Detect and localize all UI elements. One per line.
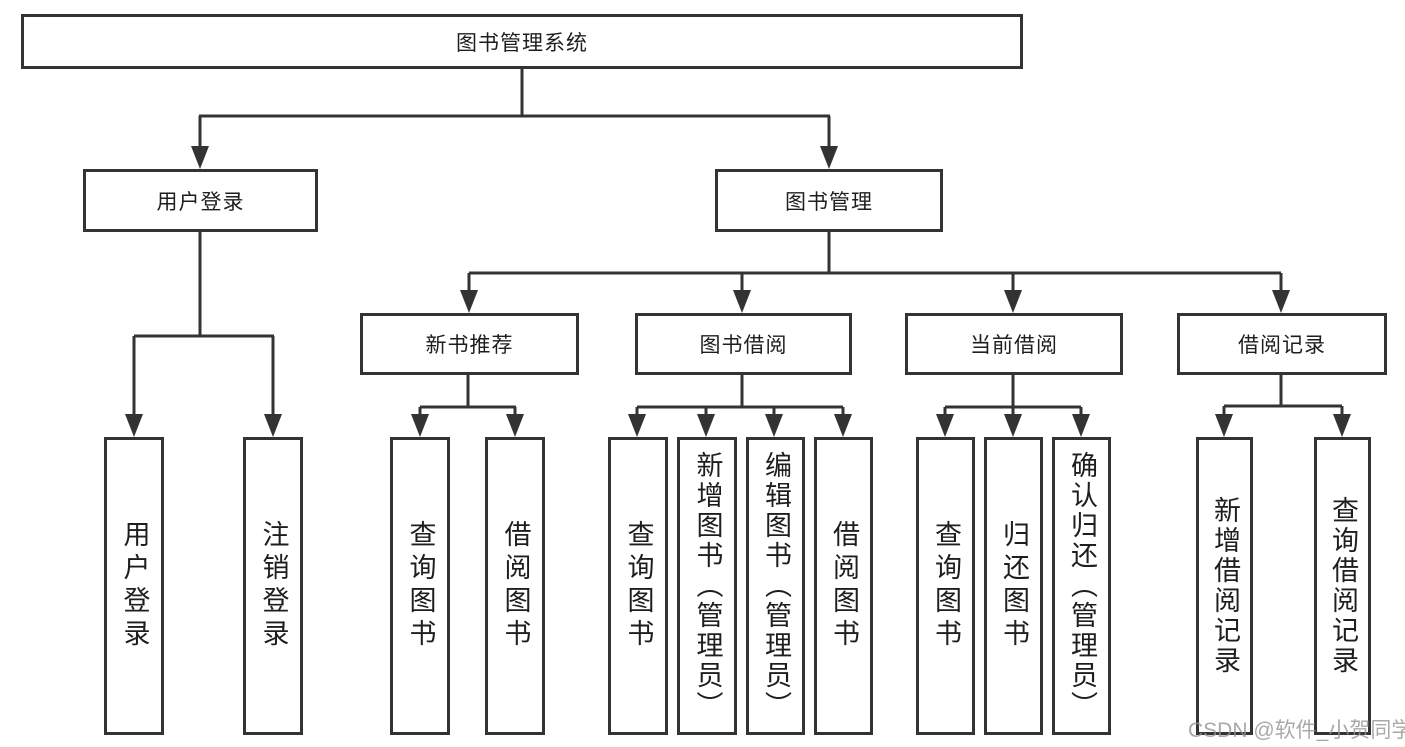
arrowheads bbox=[125, 146, 1351, 437]
arrow-down-icon bbox=[1215, 414, 1233, 437]
node-root-system: 图书管理系统 bbox=[21, 14, 1023, 69]
node-book-borrow: 图书借阅 bbox=[635, 313, 852, 375]
arrow-down-icon bbox=[1072, 414, 1090, 437]
leaf-logout: 注销登录 bbox=[243, 437, 303, 735]
node-user-login: 用户登录 bbox=[83, 169, 318, 232]
arrow-down-icon bbox=[411, 414, 429, 437]
node-root-label: 图书管理系统 bbox=[456, 31, 588, 55]
arrow-down-icon bbox=[936, 414, 954, 437]
node-current-borrow: 当前借阅 bbox=[905, 313, 1123, 375]
leaf-return-books-label: 归还图书 bbox=[999, 520, 1030, 652]
leaf-query-borrow-record: 查询借阅记录 bbox=[1314, 437, 1371, 735]
node-new-book-recommend: 新书推荐 bbox=[360, 313, 579, 375]
arrow-down-icon bbox=[125, 414, 143, 437]
arrow-down-icon bbox=[264, 414, 282, 437]
leaf-borrow-query-books-label: 查询图书 bbox=[623, 520, 654, 652]
leaf-borrow-books-label: 借阅图书 bbox=[829, 520, 860, 652]
arrow-down-icon bbox=[1004, 290, 1022, 313]
leaf-confirm-return-admin: 确认归还（管理员） bbox=[1052, 437, 1111, 735]
arrow-down-icon bbox=[460, 290, 478, 313]
arrow-down-icon bbox=[765, 414, 783, 437]
arrow-down-icon bbox=[1272, 290, 1290, 313]
node-borrow-records: 借阅记录 bbox=[1177, 313, 1387, 375]
node-book-management-label: 图书管理 bbox=[785, 190, 873, 214]
node-new-book-recommend-label: 新书推荐 bbox=[425, 334, 514, 357]
arrow-down-icon bbox=[834, 414, 852, 437]
leaf-newbook-borrow-books-label: 借阅图书 bbox=[500, 520, 531, 652]
leaf-logout-label: 注销登录 bbox=[258, 520, 289, 652]
arrow-down-icon bbox=[733, 290, 751, 313]
leaf-current-query-books-label: 查询图书 bbox=[931, 520, 962, 652]
arrow-down-icon bbox=[1333, 414, 1351, 437]
leaf-newbook-query-books: 查询图书 bbox=[390, 437, 450, 735]
leaf-borrow-query-books: 查询图书 bbox=[608, 437, 668, 735]
leaf-add-books-admin: 新增图书（管理员） bbox=[677, 437, 737, 735]
node-book-borrow-label: 图书借阅 bbox=[699, 334, 788, 357]
leaf-user-login: 用户登录 bbox=[104, 437, 164, 735]
leaf-borrow-books: 借阅图书 bbox=[814, 437, 873, 735]
leaf-current-query-books: 查询图书 bbox=[916, 437, 975, 735]
arrow-down-icon bbox=[697, 414, 715, 437]
leaf-newbook-borrow-books: 借阅图书 bbox=[485, 437, 545, 735]
arrow-down-icon bbox=[820, 146, 838, 169]
leaf-add-books-admin-label: 新增图书（管理员） bbox=[692, 451, 723, 721]
connector-lines bbox=[132, 69, 1344, 418]
node-borrow-records-label: 借阅记录 bbox=[1238, 334, 1326, 357]
arrow-down-icon bbox=[1004, 414, 1022, 437]
leaf-return-books: 归还图书 bbox=[984, 437, 1043, 735]
leaf-confirm-return-admin-label: 确认归还（管理员） bbox=[1067, 451, 1098, 721]
node-current-borrow-label: 当前借阅 bbox=[970, 334, 1058, 357]
leaf-add-borrow-record: 新增借阅记录 bbox=[1196, 437, 1253, 735]
node-book-management: 图书管理 bbox=[715, 169, 943, 232]
leaf-edit-books-admin: 编辑图书（管理员） bbox=[746, 437, 805, 735]
leaf-user-login-label: 用户登录 bbox=[119, 520, 150, 652]
leaf-add-borrow-record-label: 新增借阅记录 bbox=[1210, 496, 1241, 676]
leaf-newbook-query-books-label: 查询图书 bbox=[405, 520, 436, 652]
arrow-down-icon bbox=[506, 414, 524, 437]
leaf-edit-books-admin-label: 编辑图书（管理员） bbox=[761, 451, 792, 721]
arrow-down-icon bbox=[628, 414, 646, 437]
arrow-down-icon bbox=[191, 146, 209, 169]
node-user-login-label: 用户登录 bbox=[156, 190, 245, 214]
watermark: CSDN @软件_小贺同学 bbox=[1188, 719, 1405, 742]
leaf-query-borrow-record-label: 查询借阅记录 bbox=[1328, 496, 1359, 676]
